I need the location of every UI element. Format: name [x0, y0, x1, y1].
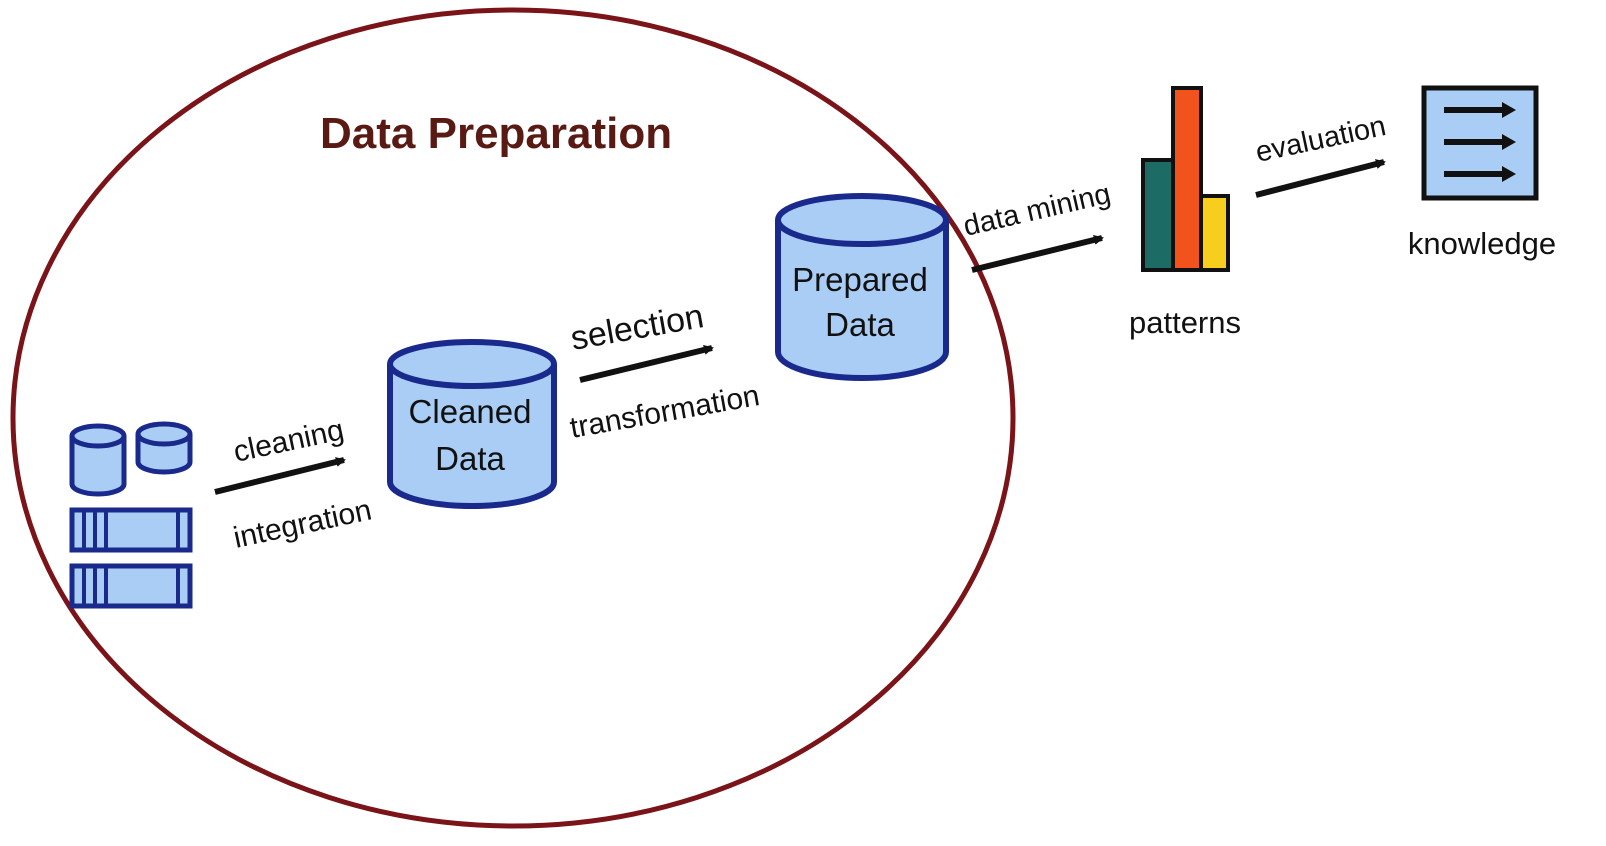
selection-arrow [579, 345, 714, 383]
prepared-data-label-line2: Data [825, 306, 895, 343]
selection-label: selection [568, 297, 707, 358]
data-preparation-ellipse [10, 7, 1016, 829]
bar-chart-icon [1141, 86, 1230, 272]
knowledge-doc-icon [1421, 85, 1539, 201]
table-icon [69, 507, 193, 553]
evaluation-label: evaluation [1253, 110, 1389, 169]
source-data-icon [69, 421, 193, 609]
knowledge-label: knowledge [1408, 226, 1556, 261]
cleaned-data-label-line1: Cleaned [409, 393, 532, 430]
database-icon [69, 423, 127, 497]
integration-label: integration [231, 493, 375, 554]
cleaned-data-database: Cleaned Data [387, 339, 557, 509]
patterns-label: patterns [1129, 305, 1241, 340]
evaluation-arrow [1255, 159, 1386, 198]
database-icon [135, 421, 193, 475]
cleaning-arrow [214, 457, 346, 495]
table-icon [69, 563, 193, 609]
data-mining-label: data mining [960, 178, 1113, 243]
cleaning-label: cleaning [231, 413, 347, 469]
cleaned-data-label-line2: Data [435, 440, 505, 477]
prepared-data-database: Prepared Data [775, 193, 949, 381]
data-preparation-title: Data Preparation [320, 109, 672, 158]
data-mining-arrow [971, 235, 1104, 273]
transformation-label: transformation [567, 379, 762, 445]
prepared-data-label-line1: Prepared [792, 261, 928, 298]
